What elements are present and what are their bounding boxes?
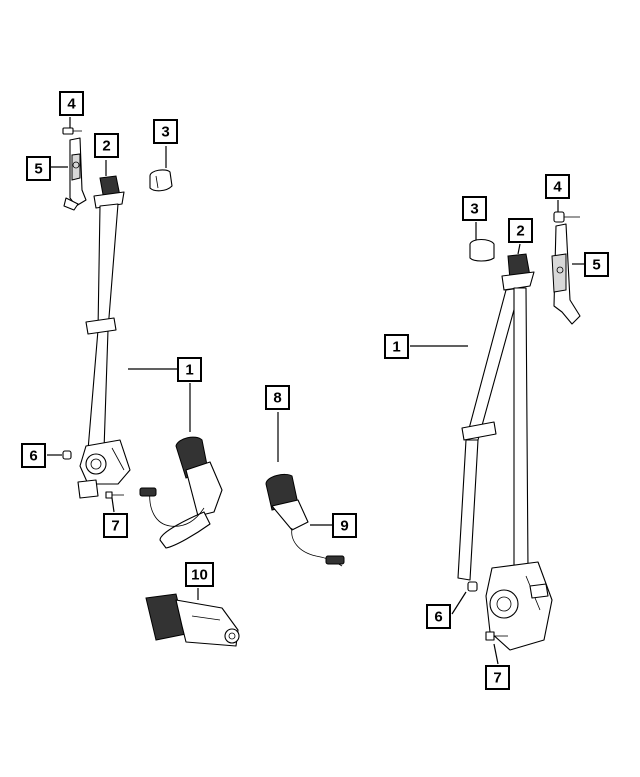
buckle-extender-10 xyxy=(145,593,240,647)
left-anchor-bolt xyxy=(62,127,82,135)
callout-1-left: 1 xyxy=(177,357,202,382)
left-nut xyxy=(62,450,72,460)
left-bolt xyxy=(105,491,124,499)
right-upper-guide xyxy=(501,253,535,291)
svg-text:3: 3 xyxy=(161,124,169,141)
svg-text:5: 5 xyxy=(592,257,600,274)
callout-5-left: 5 xyxy=(26,156,51,181)
callout-4-right: 4 xyxy=(545,174,570,199)
left-seat-belt-assembly xyxy=(62,127,223,549)
callout-6-left: 6 xyxy=(21,443,46,468)
right-retractor xyxy=(485,561,553,651)
left-belt-webbing xyxy=(85,203,119,451)
svg-text:1: 1 xyxy=(392,339,400,356)
callout-6-right: 6 xyxy=(426,604,451,629)
svg-text:2: 2 xyxy=(516,223,524,240)
right-anchor-bracket xyxy=(551,223,581,325)
callout-3-right: 3 xyxy=(462,196,487,221)
svg-text:10: 10 xyxy=(191,567,208,584)
svg-text:9: 9 xyxy=(340,518,348,535)
svg-text:8: 8 xyxy=(273,390,281,407)
svg-text:6: 6 xyxy=(29,448,37,465)
callout-4-left: 4 xyxy=(59,91,84,116)
svg-text:7: 7 xyxy=(111,518,119,535)
svg-text:3: 3 xyxy=(470,201,478,218)
svg-text:4: 4 xyxy=(67,96,76,113)
callout-5-right: 5 xyxy=(584,252,609,277)
left-cover xyxy=(149,169,173,192)
callout-1-right: 1 xyxy=(384,334,409,359)
callout-7-right: 7 xyxy=(485,665,510,690)
right-anchor-bolt xyxy=(553,211,580,223)
right-nut xyxy=(467,581,478,592)
callout-2-left: 2 xyxy=(94,133,119,158)
svg-text:1: 1 xyxy=(185,362,193,379)
callout-3-left: 3 xyxy=(153,119,178,144)
callout-10: 10 xyxy=(185,562,214,587)
callout-2-right: 2 xyxy=(508,218,533,243)
right-seat-belt-assembly xyxy=(457,211,581,651)
right-belt-webbing xyxy=(457,287,529,581)
svg-text:5: 5 xyxy=(34,161,42,178)
svg-text:4: 4 xyxy=(553,179,562,196)
left-upper-guide xyxy=(93,175,125,209)
left-retractor xyxy=(77,439,131,499)
callout-8: 8 xyxy=(265,385,290,410)
leader-lines xyxy=(47,117,584,665)
svg-text:7: 7 xyxy=(493,670,501,687)
right-bolt xyxy=(485,631,508,641)
middle-buckle-8 xyxy=(265,473,345,567)
callout-7-left: 7 xyxy=(103,513,128,538)
callout-9: 9 xyxy=(332,513,357,538)
svg-text:6: 6 xyxy=(434,609,442,626)
right-cover xyxy=(469,238,495,262)
svg-text:2: 2 xyxy=(102,138,110,155)
left-buckle-assembly xyxy=(139,436,223,549)
left-anchor-bracket xyxy=(63,137,87,211)
